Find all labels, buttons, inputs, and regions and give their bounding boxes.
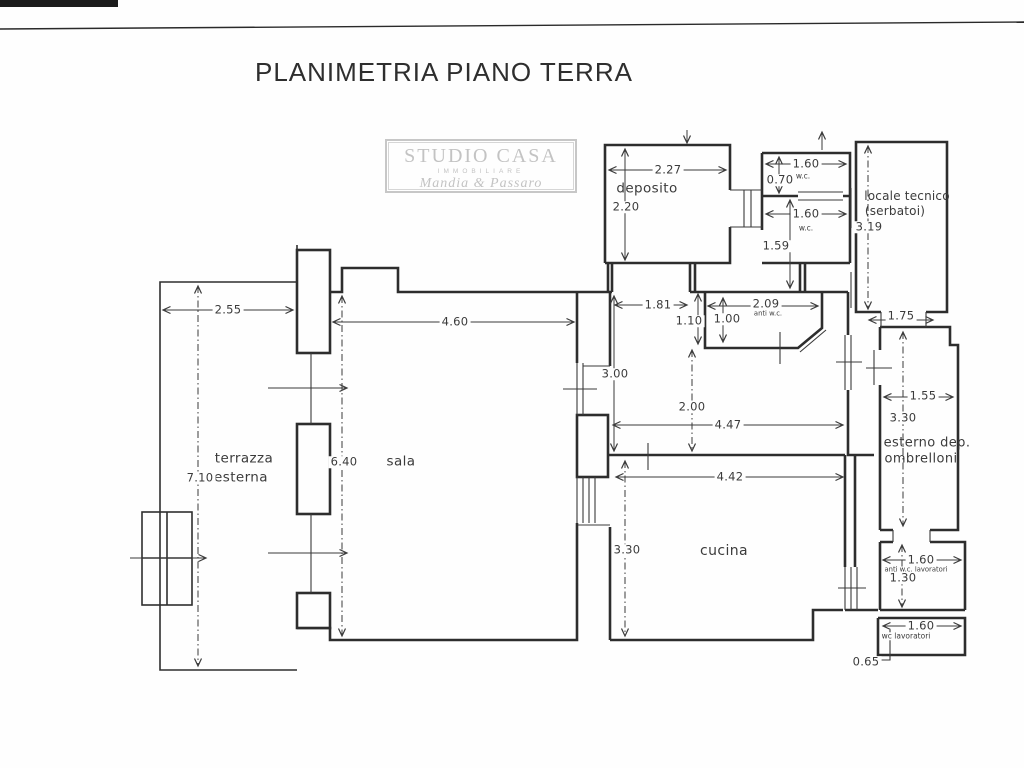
dim-2-20: 2.20 (610, 199, 642, 214)
room-label-cucina: cucina (699, 543, 749, 559)
wall-piers (295, 248, 610, 630)
dim-0-70: 0.70 (764, 172, 796, 187)
dim-4-42: 4.42 (714, 469, 746, 484)
dim-1-10: 1.10 (673, 313, 705, 328)
anti-wc-door (779, 329, 827, 364)
sala-window (563, 363, 610, 415)
wc-window (798, 191, 843, 201)
dim-1-60-b: 1.60 (790, 206, 822, 221)
room-label-deposito: deposito (616, 180, 678, 197)
logo-signature: Mandia & Passaro (419, 176, 543, 191)
room-label-terrazza-2: esterna (214, 469, 268, 486)
dim-1-60-d: 1.60 (905, 618, 937, 633)
dim-1-30: 1.30 (887, 570, 919, 585)
room-label-esterno-2: ombrelloni (884, 451, 958, 467)
room-label-locale-tecnico-1: locale tecnico (864, 189, 950, 203)
ombrelloni-window (866, 350, 892, 385)
room-label-sala: sala (386, 453, 416, 470)
room-label-terrazza-1: terrazza (214, 450, 274, 467)
dim-2-55: 2.55 (212, 302, 244, 317)
dim-1-59: 1.59 (760, 238, 792, 253)
dim-3-30-right: 3.30 (887, 410, 919, 425)
dim-0-65: 0.65 (850, 654, 882, 669)
dim-7-10: 7.10 (184, 470, 216, 485)
corridor-window (836, 335, 862, 390)
leader-065 (879, 630, 891, 661)
dim-1-00: 1.00 (711, 311, 743, 326)
deposito-door (730, 189, 762, 228)
room-label-wc-lavoratori: wc lavoratori (880, 631, 932, 641)
logo-name: STUDIO CASA (404, 145, 558, 167)
room-label-wc-top: w.c. (794, 171, 812, 181)
door-arrows (130, 130, 827, 563)
room-label-anti-wc-lavoratori: anti w.c. lavoratori (883, 565, 949, 574)
scan-top-rule (0, 21, 1024, 30)
room-label-anti-wc: anti w.c. (752, 309, 784, 318)
sala-cucina-window (576, 477, 610, 526)
dim-2-00: 2.00 (676, 399, 708, 414)
dim-4-60: 4.60 (439, 314, 471, 329)
agency-watermark-logo: STUDIO CASA IMMOBILIARE Mandia & Passaro (385, 139, 577, 193)
scan-edge-bar (0, 0, 118, 7)
dim-4-47: 4.47 (712, 417, 744, 432)
room-label-wc-mid: w.c. (797, 223, 815, 233)
dim-6-40: 6.40 (328, 454, 360, 469)
room-label-esterno-1: esterno dep. (883, 435, 971, 451)
dim-3-30-cucina: 3.30 (611, 542, 643, 557)
dim-1-75: 1.75 (885, 308, 917, 323)
room-label-locale-tecnico-2: (serbatoi) (864, 204, 926, 218)
dim-1-60-c: 1.60 (905, 552, 937, 567)
cucina-window (838, 567, 866, 610)
dim-1-55: 1.55 (907, 388, 939, 403)
windows-and-jambs (310, 188, 931, 661)
dim-2-09: 2.09 (750, 296, 782, 311)
logo-subtitle: IMMOBILIARE (437, 168, 525, 175)
dim-2-27: 2.27 (652, 162, 684, 177)
dim-3-19: 3.19 (853, 219, 885, 234)
dim-1-60-a: 1.60 (790, 156, 822, 171)
dim-3-00: 3.00 (599, 366, 631, 381)
page-title: PLANIMETRIA PIANO TERRA (255, 57, 633, 87)
dim-1-81: 1.81 (642, 297, 674, 312)
